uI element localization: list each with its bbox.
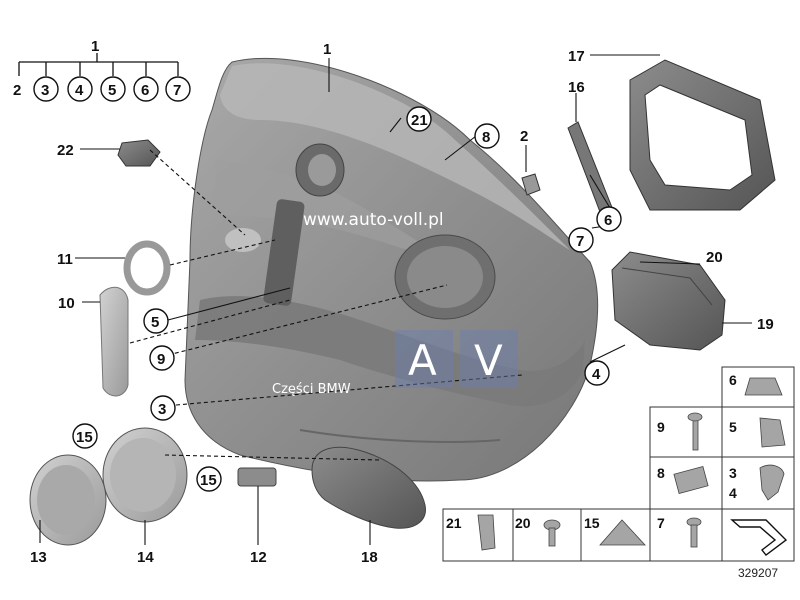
callout-13: 13 xyxy=(30,549,47,566)
bracket-part-22 xyxy=(117,139,161,167)
callout-2-legend: 2 xyxy=(13,82,21,99)
table-label-7: 7 xyxy=(657,515,665,531)
callout-15-mid: 15 xyxy=(200,472,217,489)
clip-part-2 xyxy=(521,173,541,196)
table-label-3: 3 xyxy=(729,465,737,481)
handle-bracket-part-19 xyxy=(611,251,726,351)
callout-6: 6 xyxy=(604,212,612,229)
callout-main-door-panel: 1 xyxy=(323,41,331,58)
parts-table-grid xyxy=(442,366,795,562)
callout-9: 9 xyxy=(157,351,165,368)
callout-8: 8 xyxy=(482,129,490,146)
legend-circles xyxy=(33,76,191,102)
callout-1-top: 1 xyxy=(91,38,99,55)
callout-6-legend: 6 xyxy=(141,82,149,99)
handle-part-10 xyxy=(99,286,129,397)
watermark-logo-a: A xyxy=(408,336,437,385)
callout-7-legend: 7 xyxy=(173,82,181,99)
callout-1-bracket xyxy=(18,53,179,76)
table-label-21: 21 xyxy=(446,515,462,531)
callout-12: 12 xyxy=(250,549,267,566)
watermark-logo xyxy=(395,330,518,388)
table-label-4: 4 xyxy=(729,485,737,501)
callout-2: 2 xyxy=(520,128,528,145)
callout-18: 18 xyxy=(361,549,378,566)
speaker-grille-part xyxy=(29,454,107,546)
callout-19: 19 xyxy=(757,316,774,333)
table-label-8: 8 xyxy=(657,465,665,481)
callout-11: 11 xyxy=(57,251,73,268)
callout-17: 17 xyxy=(568,48,585,65)
table-label-9: 9 xyxy=(657,419,665,435)
reference-number: 329207 xyxy=(738,566,778,580)
table-label-6: 6 xyxy=(729,372,737,388)
callout-rings xyxy=(72,106,622,492)
watermark-brand: Części BMW xyxy=(272,382,351,397)
arrow-icon xyxy=(730,519,788,556)
callout-10: 10 xyxy=(58,295,75,312)
table-label-20: 20 xyxy=(515,515,531,531)
clip-part-12 xyxy=(237,467,277,487)
watermark-url: www.auto-voll.pl xyxy=(303,210,444,230)
callout-5: 5 xyxy=(151,314,159,331)
leader-lines xyxy=(39,54,752,545)
table-label-5: 5 xyxy=(729,419,737,435)
callout-15-left: 15 xyxy=(76,429,93,446)
callout-7: 7 xyxy=(576,233,584,250)
cover-part-17 xyxy=(629,59,776,211)
callout-4: 4 xyxy=(592,366,601,383)
callout-14: 14 xyxy=(137,549,154,566)
callout-21: 21 xyxy=(411,112,428,129)
callout-3: 3 xyxy=(158,401,166,418)
speaker-part xyxy=(102,427,188,523)
armrest-part xyxy=(311,446,426,529)
table-label-15: 15 xyxy=(584,515,600,531)
callout-20: 20 xyxy=(706,249,723,266)
callout-22: 22 xyxy=(57,142,74,159)
watermark-logo-v: V xyxy=(474,336,503,385)
table-part-icons xyxy=(477,377,786,551)
callout-5-legend: 5 xyxy=(108,82,116,99)
callout-16: 16 xyxy=(568,79,585,96)
callout-4-legend: 4 xyxy=(75,82,84,99)
door-trim-panel xyxy=(184,57,599,482)
ring-part-11 xyxy=(123,240,171,296)
callout-3-legend: 3 xyxy=(41,82,49,99)
